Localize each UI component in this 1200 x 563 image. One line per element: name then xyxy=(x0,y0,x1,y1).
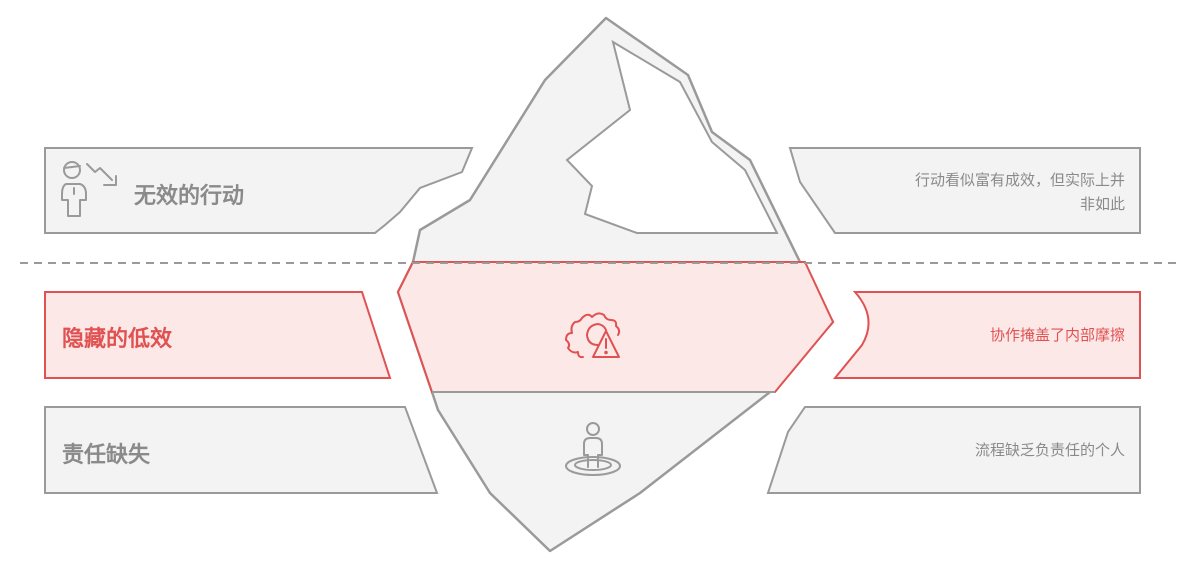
row-label-lack-of-accountability: 责任缺失 xyxy=(62,443,151,468)
right-box-middle xyxy=(832,291,1141,379)
gear-warning-icon xyxy=(565,312,621,359)
left-box-middle xyxy=(44,291,392,379)
left-box-top xyxy=(44,147,474,234)
person-trend-down-icon xyxy=(61,161,117,217)
right-box-top xyxy=(788,147,1141,234)
row-label-hidden-inefficiency: 隐藏的低效 xyxy=(62,327,173,352)
left-box-bottom xyxy=(44,406,439,494)
row-description-ineffective-actions: 行动看似富有成效，但实际上并非如此 xyxy=(914,171,1125,213)
person-on-spot-icon xyxy=(565,422,621,476)
right-box-bottom xyxy=(766,406,1141,494)
row-label-ineffective-actions: 无效的行动 xyxy=(134,184,245,209)
iceberg-snow-cap xyxy=(565,39,779,234)
hidden-band xyxy=(396,261,835,393)
row-description-hidden-inefficiency: 协作掩盖了内部摩擦 xyxy=(989,326,1125,344)
row-description-lack-of-accountability: 流程缺乏负责任的个人 xyxy=(974,441,1125,459)
